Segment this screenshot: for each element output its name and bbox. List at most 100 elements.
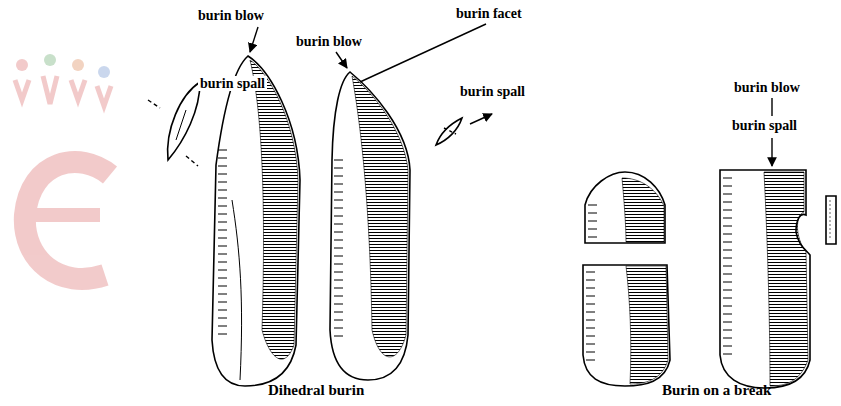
spall-label: burin spall bbox=[198, 76, 267, 91]
retouch-tick bbox=[334, 256, 343, 257]
blow-label: burin blow bbox=[294, 34, 364, 49]
retouch-tick bbox=[723, 290, 732, 291]
figure-caption: Dihedral burin bbox=[266, 382, 366, 399]
retouch-tick bbox=[334, 272, 343, 273]
facet-leader bbox=[360, 24, 486, 82]
retouch-tick bbox=[586, 344, 595, 345]
retouch-tick bbox=[586, 272, 595, 273]
retouch-tick bbox=[218, 278, 227, 279]
figure-caption: Burin on a break bbox=[660, 382, 773, 399]
retouch-tick bbox=[723, 226, 732, 227]
retouch-tick bbox=[723, 218, 732, 219]
retouch-tick bbox=[334, 328, 343, 329]
retouch-tick bbox=[723, 250, 732, 251]
retouch-tick bbox=[723, 338, 732, 339]
retouch-tick bbox=[334, 304, 343, 305]
retouch-tick bbox=[723, 274, 732, 275]
tool-outlines bbox=[168, 56, 836, 388]
retouch-tick bbox=[218, 310, 227, 311]
retouch-tick bbox=[334, 248, 343, 249]
retouch-tick bbox=[334, 296, 343, 297]
spall-axis bbox=[148, 100, 160, 108]
retouch-tick bbox=[218, 326, 227, 327]
retouch-tick bbox=[723, 242, 732, 243]
retouch-tick bbox=[588, 213, 597, 214]
retouch-tick bbox=[334, 280, 343, 281]
retouch-tick bbox=[334, 200, 343, 201]
retouch-tick bbox=[723, 202, 732, 203]
retouch-tick bbox=[334, 208, 343, 209]
retouch-tick bbox=[723, 298, 732, 299]
retouch-tick bbox=[723, 354, 732, 355]
retouch-tick bbox=[334, 176, 343, 177]
retouch-tick bbox=[334, 232, 343, 233]
retouch-tick bbox=[334, 216, 343, 217]
flake-facets bbox=[176, 60, 830, 386]
blow-arrow bbox=[336, 52, 347, 68]
retouch-tick bbox=[218, 158, 227, 159]
retouch-tick bbox=[218, 246, 227, 247]
watermark-logo bbox=[15, 54, 111, 279]
retouch-tick bbox=[218, 294, 227, 295]
retouch-tick bbox=[334, 288, 343, 289]
retouch-tick bbox=[588, 221, 597, 222]
spall-axis bbox=[444, 128, 456, 134]
blow-label: burin blow bbox=[732, 80, 802, 95]
retouch-tick bbox=[218, 334, 227, 335]
retouch-tick bbox=[723, 210, 732, 211]
retouch-tick bbox=[218, 270, 227, 271]
retouch-tick bbox=[218, 238, 227, 239]
blow-arrow bbox=[250, 27, 258, 52]
retouch-tick bbox=[723, 258, 732, 259]
retouch-tick bbox=[218, 206, 227, 207]
retouch-tick bbox=[586, 288, 595, 289]
spall-axis bbox=[186, 156, 198, 166]
retouch-tick bbox=[723, 330, 732, 331]
retouch-tick bbox=[723, 282, 732, 283]
retouch-tick bbox=[586, 296, 595, 297]
retouch-tick bbox=[334, 184, 343, 185]
retouch-tick bbox=[723, 266, 732, 267]
retouch-tick bbox=[723, 194, 732, 195]
retouch-tick bbox=[588, 237, 597, 238]
facet-label: burin facet bbox=[454, 6, 524, 21]
retouch-tick bbox=[586, 280, 595, 281]
retouch-tick bbox=[586, 360, 595, 361]
retouch-tick bbox=[218, 286, 227, 287]
retouch-tick bbox=[586, 336, 595, 337]
retouch-tick bbox=[218, 318, 227, 319]
retouch-tick bbox=[218, 262, 227, 263]
retouch-tick bbox=[334, 240, 343, 241]
retouch-tick bbox=[218, 222, 227, 223]
retouch-tick bbox=[218, 198, 227, 199]
edge-retouch-ticks bbox=[218, 150, 732, 360]
retouch-tick bbox=[334, 160, 343, 161]
retouch-tick bbox=[334, 312, 343, 313]
retouch-tick bbox=[586, 320, 595, 321]
retouch-tick bbox=[218, 174, 227, 175]
retouch-tick bbox=[334, 320, 343, 321]
retouch-tick bbox=[334, 192, 343, 193]
retouch-tick bbox=[723, 178, 732, 179]
retouch-tick bbox=[218, 182, 227, 183]
leader-arrows bbox=[148, 24, 772, 166]
retouch-tick bbox=[723, 306, 732, 307]
spall-label: burin spall bbox=[730, 118, 799, 133]
spall-arrow bbox=[470, 114, 492, 124]
retouch-tick bbox=[334, 264, 343, 265]
retouch-tick bbox=[723, 346, 732, 347]
retouch-tick bbox=[334, 336, 343, 337]
spall-label: burin spall bbox=[458, 84, 527, 99]
retouch-tick bbox=[334, 224, 343, 225]
retouch-tick bbox=[334, 168, 343, 169]
retouch-tick bbox=[723, 314, 732, 315]
retouch-tick bbox=[218, 190, 227, 191]
retouch-tick bbox=[586, 304, 595, 305]
retouch-tick bbox=[588, 205, 597, 206]
retouch-tick bbox=[218, 166, 227, 167]
retouch-tick bbox=[586, 352, 595, 353]
retouch-tick bbox=[218, 230, 227, 231]
retouch-tick bbox=[586, 328, 595, 329]
